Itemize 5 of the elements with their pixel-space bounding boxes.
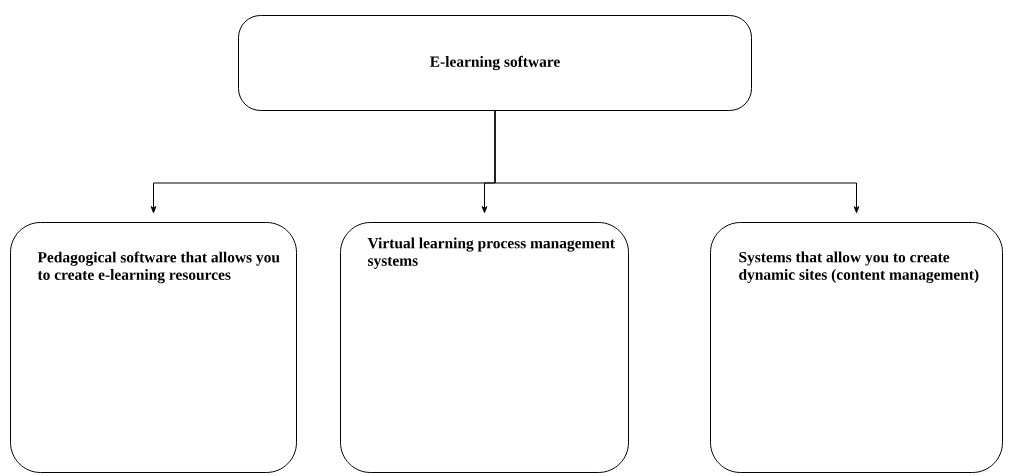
category-box: E-learning software xyxy=(238,15,752,111)
category-box: Systems that allow you to create dynamic sites (content management) xyxy=(710,222,1003,473)
category-box: Pedagogical software that allows you to create e-learning resources xyxy=(10,222,297,473)
arrow xyxy=(494,110,860,214)
category-box: Virtual learning process management systems xyxy=(340,222,629,473)
